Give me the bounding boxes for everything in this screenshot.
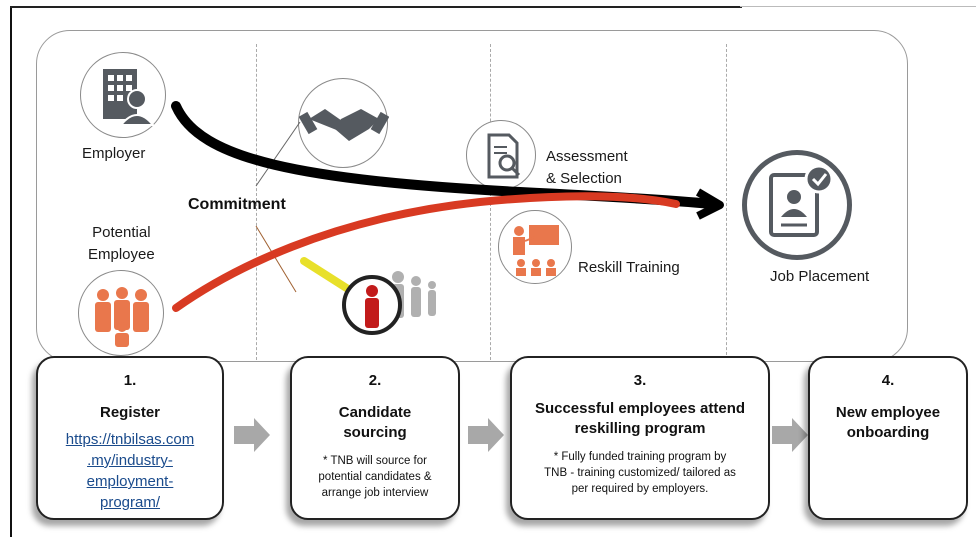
step-number: 4. <box>881 372 895 389</box>
step-title: Candidate sourcing <box>338 404 412 441</box>
step-title: Register <box>99 404 161 421</box>
chevron-right-icon <box>468 418 504 452</box>
office-building-person-icon <box>80 52 166 138</box>
document-search-icon <box>466 120 536 190</box>
employer-flow-arrow <box>171 101 717 209</box>
step-title: New employee onboarding <box>835 404 941 441</box>
frame-left-border <box>10 6 12 537</box>
chevron-right-icon <box>234 418 270 452</box>
step-note: * TNB will source for potential candidat… <box>318 455 432 499</box>
employee-flow-arrow <box>172 192 680 312</box>
step-reskilling: 3. Successful employees attend reskillin… <box>510 356 770 520</box>
employer-label: Employer <box>82 145 146 162</box>
divider <box>256 44 257 360</box>
step-register: 1. Register https://tnbilsas.com .my/ind… <box>36 356 224 520</box>
registration-link[interactable]: https://tnbilsas.com .my/industry- emplo… <box>65 431 195 511</box>
frame-top-border-light <box>740 6 976 7</box>
frame-top-border <box>10 6 742 8</box>
arrowhead-icon <box>695 188 724 220</box>
divider <box>726 44 727 360</box>
step-number: 3. <box>633 372 647 389</box>
candidate-magnifier-icon <box>298 255 448 355</box>
step-title: Successful employees attend reskilling p… <box>534 400 746 437</box>
step-onboarding: 4. New employee onboarding <box>808 356 968 520</box>
training-presentation-icon <box>498 210 572 284</box>
reskill-label: Reskill Training <box>578 259 680 276</box>
people-group-icon <box>78 270 164 356</box>
step-number: 1. <box>123 372 137 389</box>
handshake-icon <box>298 78 390 168</box>
step-note: * Fully funded training program by TNB -… <box>544 451 736 495</box>
step-number: 2. <box>368 372 382 389</box>
step-candidate-sourcing: 2. Candidate sourcing * TNB will source … <box>290 356 460 520</box>
potential-employee-label: Potential Employee <box>88 224 155 263</box>
assessment-label: Assessment & Selection <box>546 148 628 187</box>
job-placement-label: Job Placement <box>770 268 870 285</box>
commitment-leader-line <box>255 121 301 187</box>
commitment-label: Commitment <box>188 196 286 213</box>
chevron-right-icon <box>772 418 808 452</box>
profile-card-check-icon <box>742 150 852 260</box>
commitment-leader-line <box>255 225 297 293</box>
